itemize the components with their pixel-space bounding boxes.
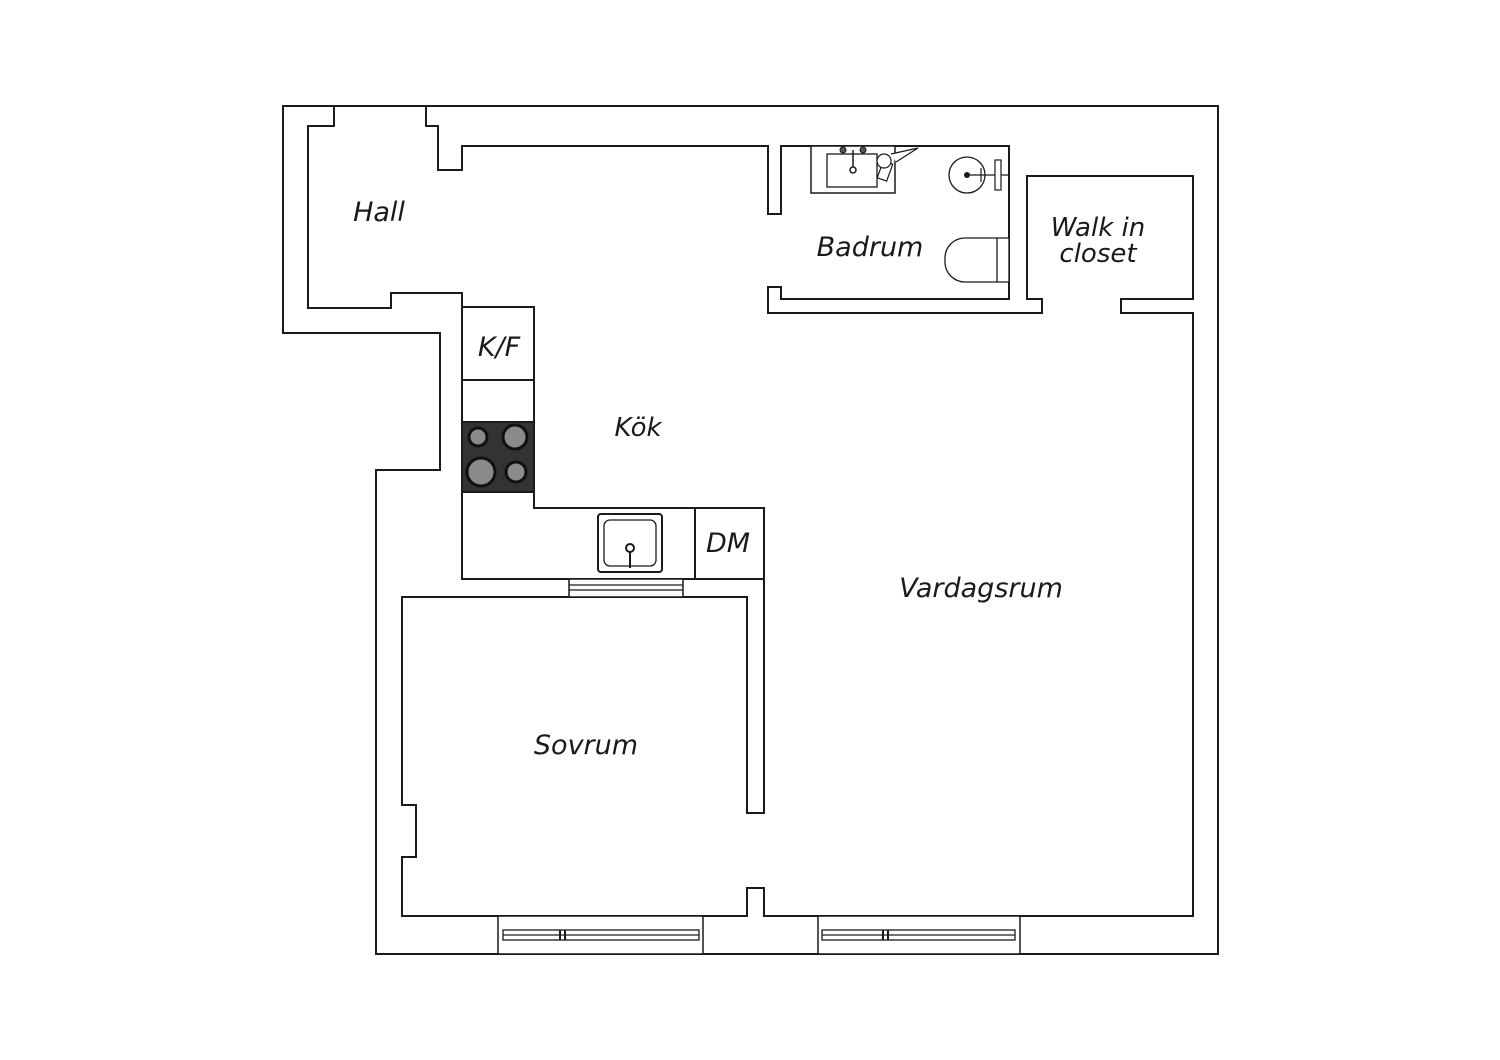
toilet-icon (944, 237, 1010, 283)
room-label-walk-in-closet-line2: closet (1059, 239, 1137, 269)
room-label-sovrum: Sovrum (533, 730, 639, 761)
kitchen-window (568, 578, 684, 598)
stove-icon (461, 421, 535, 493)
sink-icon (597, 513, 663, 573)
counter-lower (461, 491, 765, 580)
room-label-walk-in-closet-line1: Walk in (1050, 213, 1146, 243)
room-label-badrum: Badrum (816, 232, 924, 263)
shower-icon (948, 156, 1009, 194)
interior-outline (307, 105, 1194, 917)
livingroom-window (817, 915, 1021, 955)
room-label-hall: Hall (353, 197, 405, 228)
washbasin-icon (810, 145, 919, 194)
room-label-vardagsrum: Vardagsrum (899, 573, 1063, 604)
room-label-diskmaskin: DM (705, 528, 751, 559)
room-label-kok: Kök (614, 413, 662, 443)
bedroom-window (497, 915, 704, 955)
room-label-kyl-frys: K/F (477, 332, 521, 363)
